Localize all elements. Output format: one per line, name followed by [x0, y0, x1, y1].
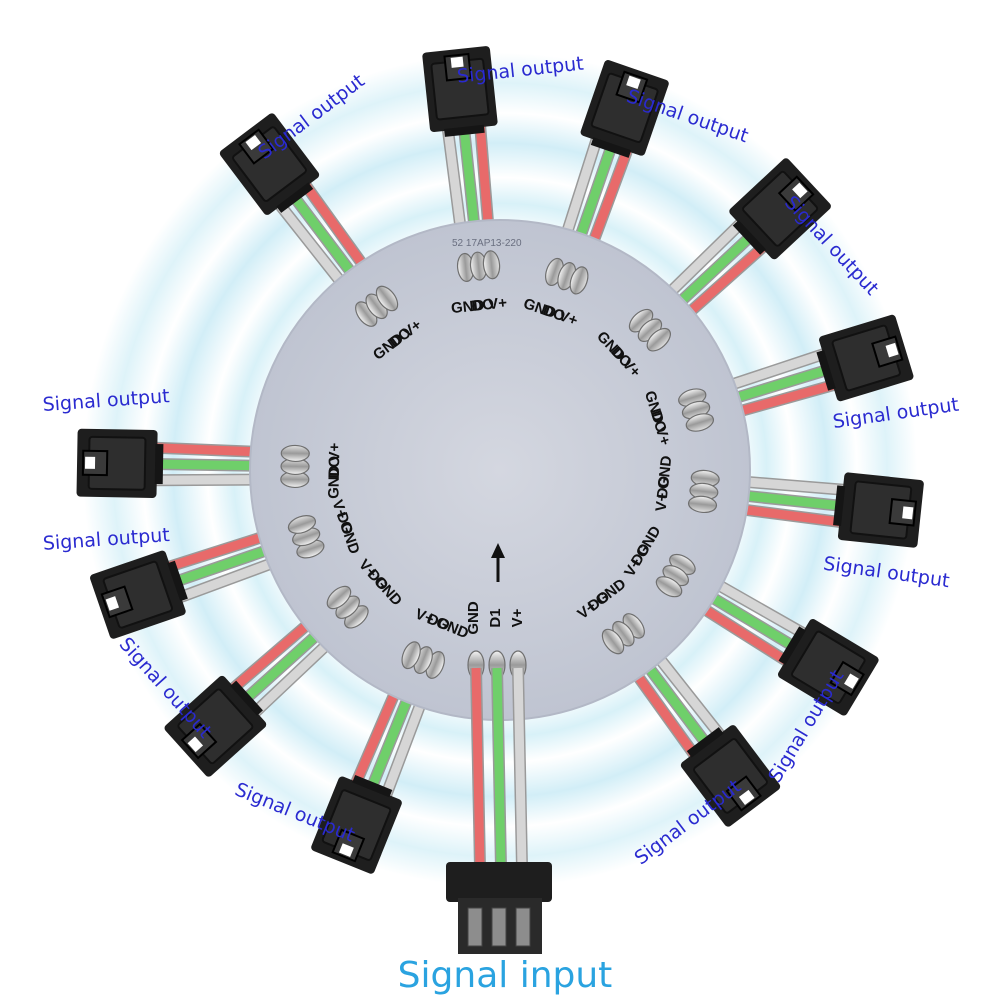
signal-input-label: Signal input [398, 955, 613, 996]
pin-label: GND [655, 455, 675, 490]
solder-pad [601, 628, 625, 655]
pin-label: GND [450, 297, 485, 317]
pin-label: DO [471, 296, 495, 315]
jst-connector-icon [219, 113, 320, 215]
pin-label: DO [333, 510, 357, 537]
input-jst-connector-icon [446, 862, 552, 954]
solder-pad [375, 285, 399, 312]
jst-connector-icon [311, 774, 402, 874]
solder-pad [326, 585, 352, 610]
vplus-wire [471, 667, 485, 869]
pin-label: V+ [556, 307, 580, 329]
solder-pad [569, 266, 589, 295]
pin-label: V+ [652, 424, 674, 447]
jst-connector-icon [164, 675, 267, 777]
pin-label: V+ [326, 442, 343, 461]
output-branch [548, 60, 669, 287]
solder-pad [482, 250, 501, 280]
solder-pad [287, 515, 317, 534]
pin-label: DO [326, 455, 343, 478]
pin-label: DO [540, 302, 567, 326]
jst-connector-icon [76, 428, 164, 498]
jst-connector-icon [816, 314, 914, 402]
pin-label: DO [654, 475, 673, 499]
jst-connector-icon [729, 158, 831, 260]
jst-connector-icon [90, 550, 188, 639]
input-pin-label: V+ [509, 608, 526, 627]
pin-label: V+ [653, 492, 672, 513]
pin-label: V+ [329, 498, 351, 522]
solder-pad [646, 327, 671, 352]
data-wire [492, 667, 506, 869]
jst-connector-icon [422, 46, 498, 137]
pin-label: GND [325, 465, 343, 499]
up-arrow-icon [491, 543, 505, 582]
pin-label: V+ [413, 605, 437, 628]
jst-connector-icon [777, 619, 879, 716]
jst-connector-icon [580, 60, 669, 158]
pcb-part-code: 52 17AP13-220 [452, 238, 522, 249]
jst-connector-icon [833, 472, 924, 548]
solder-pad [687, 495, 718, 514]
solder-pad [401, 641, 421, 670]
input-pin-label: GND [465, 601, 482, 635]
solder-pad [655, 576, 683, 598]
gnd-wire [513, 667, 527, 869]
jst-connector-icon [680, 725, 781, 827]
solder-pad [280, 444, 310, 463]
output-branch [219, 113, 394, 321]
pin-label: DO [647, 408, 670, 435]
input-cable [446, 667, 552, 954]
solder-pad [685, 413, 715, 432]
pin-label: V+ [487, 294, 508, 313]
input-pin-label: D1 [487, 608, 504, 627]
